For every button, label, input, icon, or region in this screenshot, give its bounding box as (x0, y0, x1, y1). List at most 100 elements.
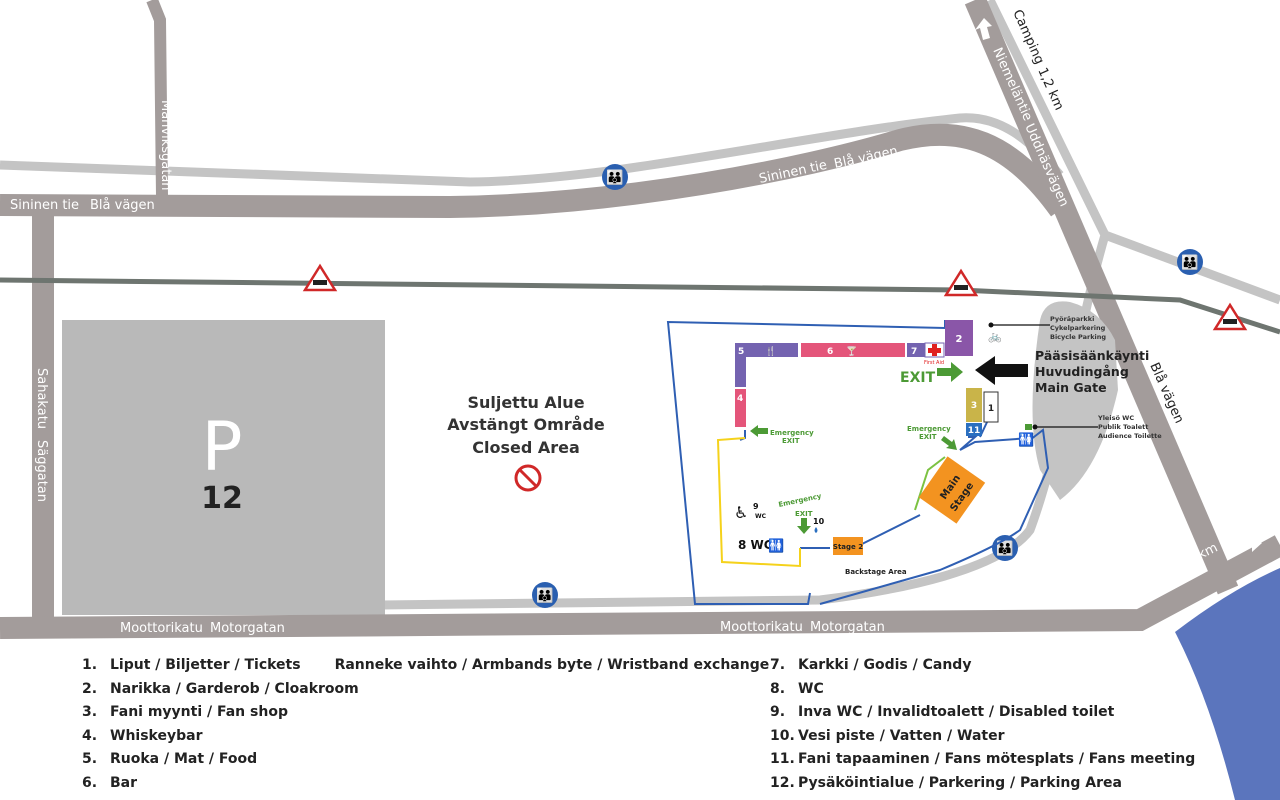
no-entry-icon (514, 464, 542, 492)
stage-2 (833, 537, 863, 555)
first-aid-icon (924, 342, 945, 358)
exit-label: EXIT (900, 370, 936, 386)
closed-area-fi: Suljettu Alue (467, 393, 584, 412)
main-gate-arrow-icon (975, 356, 1028, 385)
svg-text:👪: 👪 (536, 587, 553, 604)
road-label: Blå vägen (90, 198, 155, 213)
first-aid-label: First Aid (924, 360, 944, 366)
emergency-label: Emergency (907, 425, 951, 433)
rail-crossing-icon (1212, 302, 1248, 331)
road-label: Sahakatu (34, 368, 49, 429)
stall-2 (945, 320, 973, 356)
toilet-icon: 🚻 (1018, 432, 1034, 448)
legend-item: 10.Vesi piste / Vatten / Water (770, 727, 1005, 744)
emergency-label: Emergency (770, 429, 814, 437)
road-label: Säggatan (34, 440, 49, 502)
legend-item: 4.Whiskeybar (82, 727, 203, 744)
stall-4 (735, 389, 746, 427)
parking-area (62, 320, 385, 615)
main-stage (918, 456, 986, 524)
toilet-sign-icon (1025, 424, 1032, 430)
stall-label: 3 (971, 401, 977, 411)
emergency-exit-label: EXIT (795, 510, 813, 518)
exit-arrow-icon (937, 362, 963, 382)
emergency-exit-label: EXIT (919, 433, 937, 441)
bike-parking-en: Bicycle Parking (1050, 333, 1106, 341)
closed-area-sv: Avstängt Område (447, 415, 605, 434)
arrow-right-icon (1238, 537, 1262, 552)
emergency-exit-label: EXIT (782, 437, 800, 445)
pedestrian-icon: 👪 (532, 582, 558, 608)
wc8-label: 8 WC (738, 538, 773, 552)
road-label: Motorgatan (210, 621, 285, 636)
legend-item: 6.Bar (82, 774, 138, 791)
emergency-exit-arrow-icon (750, 425, 768, 437)
stall-label: 6 (827, 347, 833, 357)
legend-item-extra: Ranneke vaihto / Armbands byte / Wristba… (334, 657, 770, 673)
rail-crossing-icon (943, 268, 979, 297)
legend-item: 5.Ruoka / Mat / Food (82, 751, 258, 767)
road-label: Motorgatan (810, 620, 885, 635)
stall-label: 7 (911, 347, 917, 357)
road-label: Sininen tie (10, 198, 79, 213)
legend-item: 9.Inva WC / Invalidtoalett / Disabled to… (770, 704, 1115, 720)
water-number: 10 (813, 517, 825, 526)
bicycle-icon: 🚲 (988, 330, 1002, 343)
stall-label: 2 (956, 334, 963, 345)
svg-text:👪: 👪 (996, 540, 1013, 557)
legend-right: 7.Karkki / Godis / Candy 8.WC 9.Inva WC … (770, 654, 1195, 795)
parking-number: 12 (201, 481, 243, 516)
stall-label: 1 (988, 404, 994, 414)
rail-crossing-icon (302, 263, 338, 292)
legend-item: 11.Fani tapaaminen / Fans mötesplats / F… (770, 751, 1196, 767)
water-drop-icon (814, 527, 818, 533)
svg-text:👪: 👪 (606, 169, 623, 186)
wheelchair-icon: ♿ (734, 503, 748, 522)
pedestrian-icon: 👪 (992, 535, 1018, 561)
emergency-exit-arrow-icon (941, 436, 957, 450)
stall-label: 11 (968, 426, 981, 436)
road-label: Vaasa (1130, 563, 1171, 593)
legend-item: 12.Pysäköintialue / Parkering / Parking … (770, 774, 1122, 791)
stall-3 (966, 388, 982, 422)
backstage-label: Backstage Area (845, 568, 907, 576)
svg-text:👪: 👪 (1181, 254, 1198, 271)
stall-label: 5 (738, 347, 744, 357)
main-gate-fi: Pääsisäänkäynti (1035, 348, 1149, 363)
yellow-fence (716, 437, 801, 568)
stall-label: 4 (737, 394, 743, 404)
stall-6 (801, 343, 905, 357)
closed-area-en: Closed Area (472, 438, 580, 457)
arrow-up-icon (975, 18, 992, 40)
main-gate-en: Main Gate (1035, 380, 1107, 395)
road-label: Mänviksgatan (158, 100, 173, 191)
food-icon: 🍴 (765, 345, 776, 357)
stage-2-label: Stage 2 (833, 543, 863, 551)
road-label: Moottorikatu (720, 620, 803, 635)
bar-icon: 🍸 (846, 345, 857, 357)
bike-parking-fi: Pyöräparkki (1050, 315, 1094, 323)
toilet-en: Audience Toilette (1098, 432, 1162, 440)
emergency-label: Emergency (778, 492, 823, 509)
main-gate-sv: Huvudingång (1035, 364, 1129, 379)
stall-5 (735, 343, 798, 357)
stall-11 (966, 423, 982, 436)
toilet-sv: Publik Toalett (1098, 423, 1148, 431)
lake (1175, 568, 1280, 800)
bike-parking-sv: Cykelparkering (1050, 324, 1106, 332)
bicycle-parking-area (1032, 301, 1118, 500)
toilet-icon: 🚻 (768, 538, 784, 554)
wc9-number: 9 (753, 502, 759, 511)
wc9-label: WC (755, 513, 767, 520)
pedestrian-icon: 👪 (602, 164, 628, 190)
stall-7 (907, 343, 925, 357)
emergency-exit-arrow-icon (797, 518, 811, 534)
legend-item: 2.Narikka / Garderob / Cloakroom (82, 680, 359, 697)
stall-1 (983, 391, 999, 423)
legend-item: 8.WC (770, 680, 824, 697)
toilet-fi: Yleisö WC (1097, 414, 1134, 422)
legend-item: 7.Karkki / Godis / Candy (770, 657, 972, 673)
pedestrian-icon: 👪 (1177, 249, 1203, 275)
